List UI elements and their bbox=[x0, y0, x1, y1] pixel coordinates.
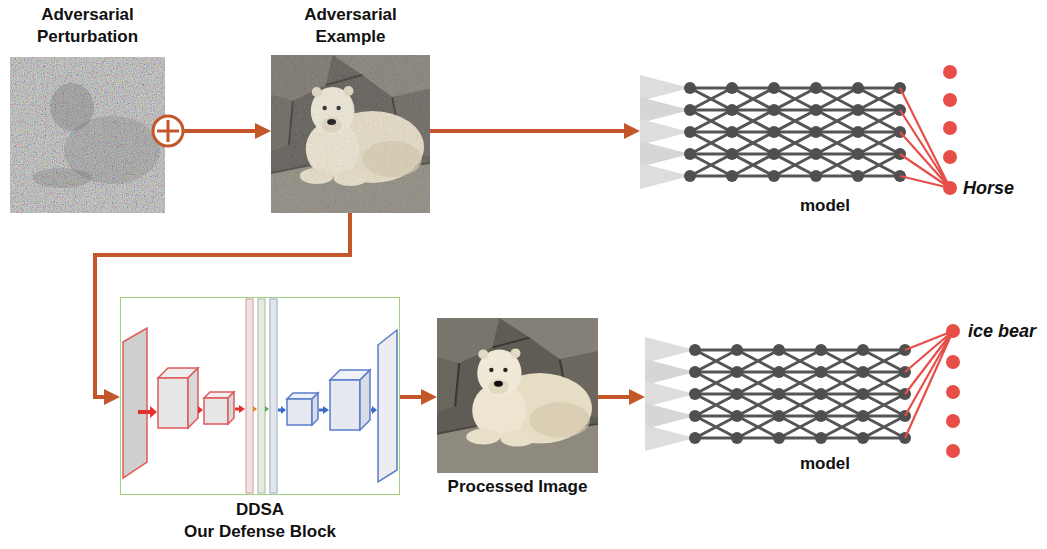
adversarial-image bbox=[271, 55, 430, 213]
class-label: ice bear bbox=[968, 321, 1036, 341]
image-panel: Adversarial Example bbox=[271, 4, 430, 213]
add-circle bbox=[153, 116, 183, 146]
output-dot bbox=[946, 324, 960, 338]
input-slab bbox=[123, 328, 147, 478]
network-top bbox=[640, 65, 957, 195]
flow-arrow bbox=[430, 129, 632, 133]
noise-ground bbox=[10, 57, 165, 213]
defense-block: DDSAOur Defense Block bbox=[120, 297, 400, 547]
output-dot bbox=[943, 121, 957, 135]
add-cross bbox=[157, 120, 179, 142]
small-arrowhead bbox=[253, 406, 257, 412]
decoder-box bbox=[287, 399, 312, 425]
output-slab bbox=[378, 330, 397, 482]
flow-arrow bbox=[400, 395, 429, 399]
feature-bar bbox=[258, 299, 265, 493]
noise-texture bbox=[271, 55, 430, 213]
defense-block-art bbox=[123, 299, 397, 493]
node-label: model bbox=[780, 453, 870, 475]
output-dot bbox=[946, 385, 960, 399]
red-arrowhead bbox=[198, 406, 203, 414]
network-bottom bbox=[645, 324, 960, 458]
encoder-box bbox=[228, 392, 234, 424]
output-dot bbox=[943, 150, 957, 164]
output-dot bbox=[946, 444, 960, 458]
red-arrowhead bbox=[239, 405, 245, 413]
blue-arrowhead bbox=[323, 406, 329, 414]
model-network: model bbox=[640, 70, 908, 220]
noise-texture bbox=[10, 57, 165, 213]
red-arrow bbox=[235, 408, 239, 411]
node-label: Our Defense Block bbox=[120, 521, 400, 543]
output-dot bbox=[946, 414, 960, 428]
decoder-box bbox=[360, 370, 370, 430]
blue-arrow bbox=[319, 409, 323, 412]
output-dot bbox=[946, 355, 960, 369]
encoder-box bbox=[158, 378, 188, 428]
node-label: model bbox=[780, 195, 870, 217]
perturbation-image bbox=[10, 57, 165, 213]
neural-network bbox=[640, 75, 906, 189]
encoder-box bbox=[188, 368, 198, 428]
output-dot bbox=[943, 93, 957, 107]
node-label: DDSA bbox=[120, 499, 400, 521]
blue-arrowhead bbox=[372, 406, 377, 414]
class-output: Horse bbox=[963, 177, 1014, 199]
connectors bbox=[95, 131, 637, 397]
output-dot bbox=[943, 65, 957, 79]
bear-trace bbox=[32, 168, 92, 188]
output-dot bbox=[943, 181, 957, 195]
processed-image bbox=[437, 318, 598, 473]
encoder-box bbox=[204, 398, 228, 424]
block-outline bbox=[120, 297, 400, 495]
feature-bar bbox=[246, 299, 253, 493]
red-arrowhead bbox=[150, 406, 157, 418]
decoder-box bbox=[330, 380, 360, 430]
neural-network bbox=[645, 337, 911, 451]
class-output: ice bear bbox=[968, 320, 1036, 342]
class-label: Horse bbox=[963, 178, 1014, 198]
blue-arrowhead bbox=[281, 406, 286, 414]
node-label: Adversarial Example bbox=[271, 4, 430, 48]
flow-arrow bbox=[598, 395, 637, 399]
output-links bbox=[905, 331, 953, 438]
polar-bear-photo bbox=[271, 55, 430, 213]
flow-arrow bbox=[95, 213, 350, 397]
image-panel: Processed Image bbox=[437, 318, 598, 500]
image-panel: Adversarial Perturbation bbox=[10, 4, 165, 213]
output-links bbox=[900, 88, 950, 188]
decoder-box bbox=[312, 393, 318, 425]
blue-arrow bbox=[278, 409, 281, 412]
model-network: model bbox=[645, 330, 908, 478]
red-arrow bbox=[138, 410, 150, 414]
node-label: Processed Image bbox=[437, 476, 598, 498]
feature-bar bbox=[270, 299, 277, 493]
polar-bear-photo bbox=[437, 318, 598, 473]
node-label: Adversarial Perturbation bbox=[10, 4, 165, 48]
add-symbol bbox=[153, 116, 183, 146]
small-arrowhead bbox=[265, 406, 269, 412]
